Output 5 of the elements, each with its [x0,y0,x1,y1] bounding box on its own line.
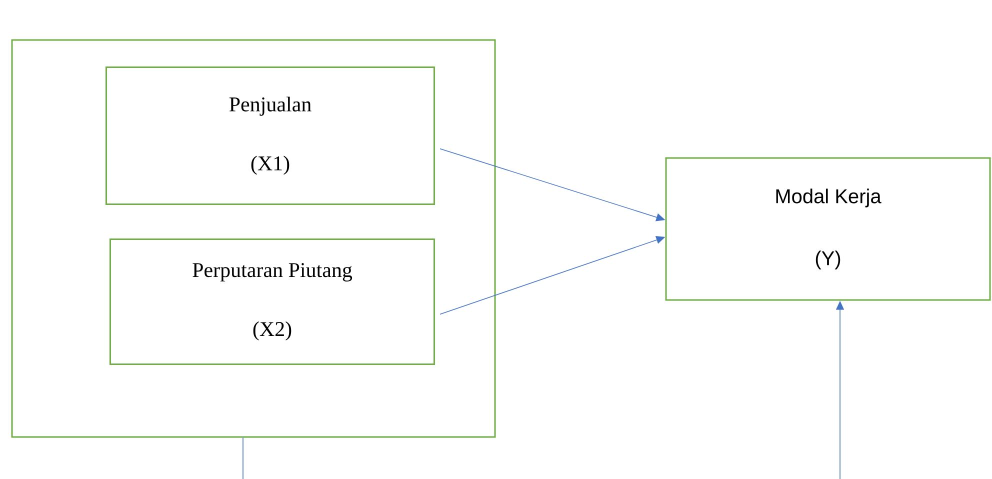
connector-line [242,437,244,479]
process-box: Perputaran Piutang (X2) [110,238,435,365]
group-box [11,39,496,438]
result-box: Modal Kerja (Y) [665,157,991,301]
process-box: Penjualan (X1) [106,66,435,205]
